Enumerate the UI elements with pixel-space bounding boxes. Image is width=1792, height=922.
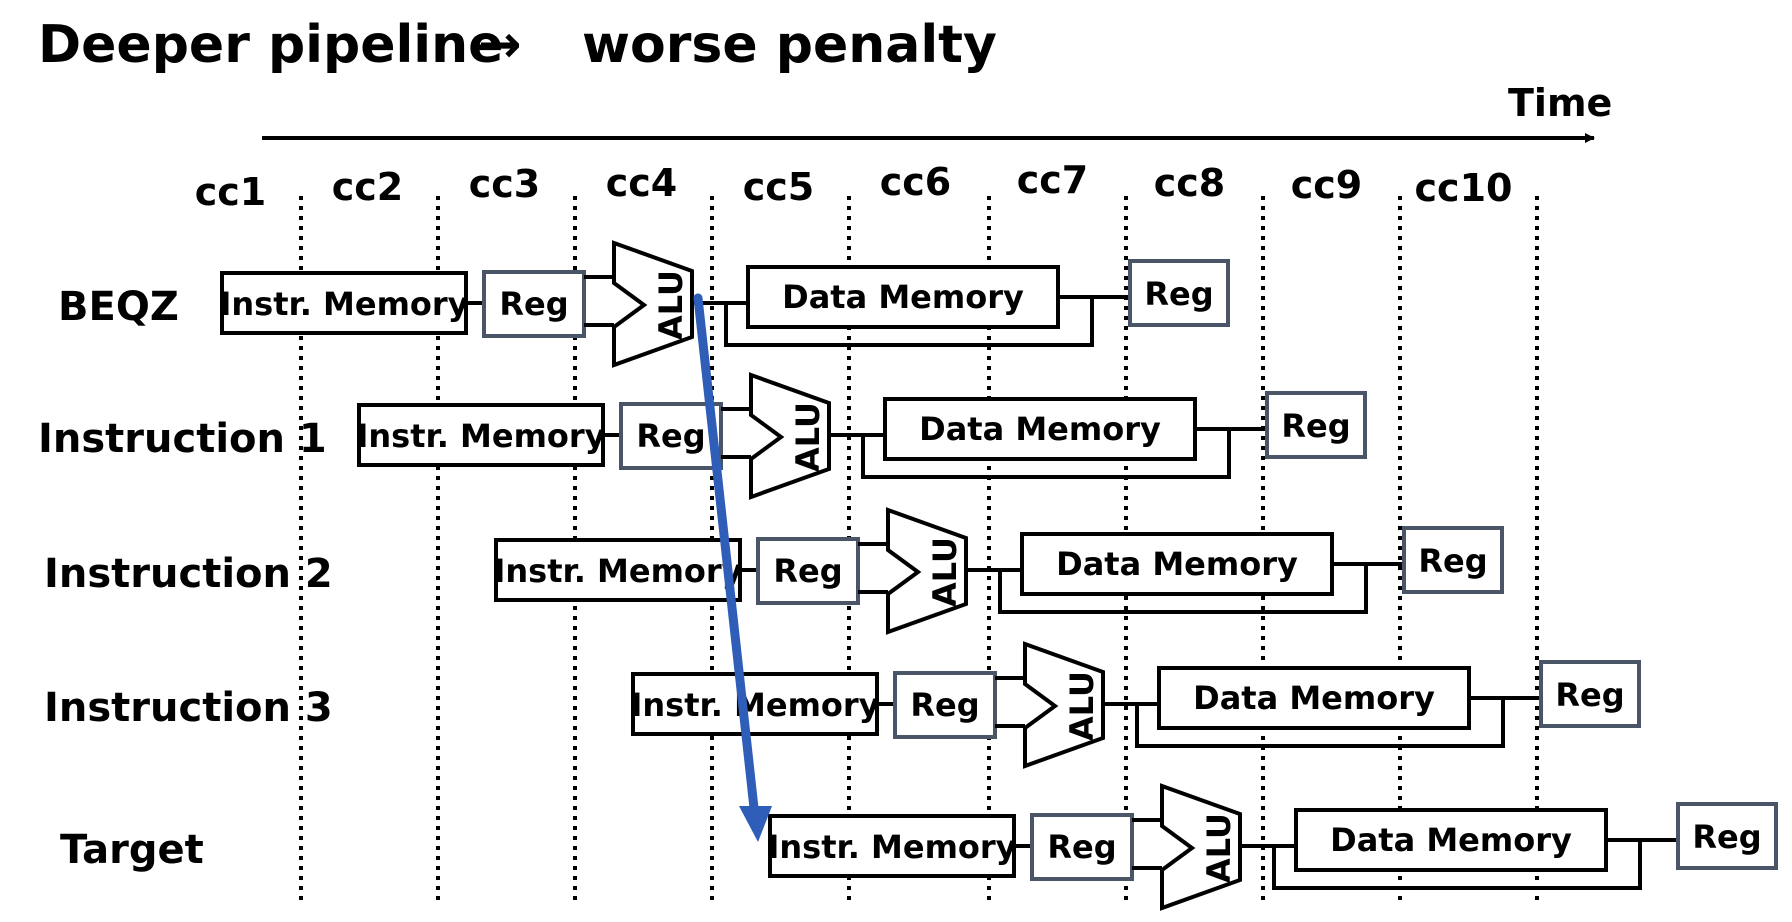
- reg-write-box: [1676, 802, 1778, 870]
- reg-write-label: Reg: [1555, 676, 1624, 714]
- alu-shape: [749, 372, 831, 500]
- cycle-label-cc10: cc10: [1415, 166, 1513, 210]
- reg-read-label: Reg: [499, 285, 568, 323]
- reg-write-label: Reg: [1144, 275, 1213, 313]
- bypass-path: [998, 564, 1368, 614]
- reg-read-box: [619, 402, 723, 470]
- title-right: worse penalty: [582, 15, 997, 75]
- instruction-label: Instruction 2: [44, 551, 333, 597]
- title-arrow: →: [478, 15, 522, 75]
- instr-memory-box: [220, 271, 468, 335]
- reg-write-label: Reg: [1692, 818, 1761, 856]
- data-memory-label: Data Memory: [782, 278, 1024, 316]
- branch-arrow-head: [739, 806, 772, 842]
- instruction-row: Instruction 1 Instr. Memory Reg ALU Data Mem…: [38, 372, 1367, 500]
- cycle-label-cc6: cc6: [880, 160, 952, 204]
- cycle-label-cc9: cc9: [1291, 163, 1363, 207]
- instruction-row: BEQZ Instr. Memory Reg ALU Data Memory Reg: [58, 240, 1230, 368]
- reg-read-box: [893, 671, 997, 739]
- reg-read-label: Reg: [1047, 828, 1116, 866]
- reg-write-label: Reg: [1418, 542, 1487, 580]
- reg-read-label: Reg: [910, 686, 979, 724]
- reg-read-label: Reg: [636, 417, 705, 455]
- bypass-path: [1135, 698, 1505, 748]
- reg-read-box: [482, 270, 586, 338]
- reg-write-box: [1539, 660, 1641, 728]
- alu-label: ALU: [789, 402, 827, 472]
- instruction-row: Target Instr. Memory Reg ALU Data Memory Reg: [60, 783, 1778, 911]
- alu-shape: [1160, 783, 1242, 911]
- alu-shape: [886, 507, 968, 635]
- reg-write-box: [1265, 391, 1367, 459]
- title-left: Deeper pipeline: [38, 15, 503, 75]
- cycle-label-cc8: cc8: [1154, 161, 1226, 205]
- instr-memory-label: Instr. Memory: [356, 417, 605, 455]
- reg-write-box: [1128, 259, 1230, 327]
- instruction-row: Instruction 2 Instr. Memory Reg ALU Data Mem…: [44, 507, 1504, 635]
- instr-memory-label: Instr. Memory: [493, 552, 742, 590]
- cycle-label-cc5: cc5: [743, 165, 815, 209]
- data-memory-box: [1020, 532, 1334, 596]
- reg-read-box: [756, 537, 860, 605]
- cycle-label-cc7: cc7: [1017, 158, 1089, 202]
- data-memory-label: Data Memory: [1056, 545, 1298, 583]
- instruction-label: Instruction 1: [38, 416, 327, 462]
- instr-memory-label: Instr. Memory: [767, 828, 1016, 866]
- alu-label: ALU: [652, 270, 690, 340]
- data-memory-label: Data Memory: [1330, 821, 1572, 859]
- clock-cycle-labels: cc1 cc2 cc3 cc4 cc5 cc6 cc7 cc8 cc9 cc10: [195, 158, 1513, 214]
- cycle-label-cc4: cc4: [606, 161, 678, 205]
- data-memory-box: [1157, 666, 1471, 730]
- cycle-label-cc1: cc1: [195, 170, 267, 214]
- reg-write-box: [1402, 526, 1504, 594]
- branch-arrow: [693, 293, 772, 842]
- bypass-path: [861, 429, 1231, 479]
- cycle-label-cc2: cc2: [332, 165, 404, 209]
- alu-label: ALU: [1200, 813, 1238, 883]
- instr-memory-label: Instr. Memory: [219, 285, 468, 323]
- alu-label: ALU: [1063, 671, 1101, 741]
- time-label: Time: [1508, 81, 1612, 125]
- instruction-row: Instruction 3 Instr. Memory Reg ALU Data Mem…: [44, 641, 1641, 769]
- instruction-label: BEQZ: [58, 284, 179, 330]
- reg-read-box: [1030, 813, 1134, 881]
- cycle-label-cc3: cc3: [469, 162, 541, 206]
- data-memory-label: Data Memory: [919, 410, 1161, 448]
- reg-read-label: Reg: [773, 552, 842, 590]
- data-memory-box: [746, 265, 1060, 329]
- reg-write-label: Reg: [1281, 407, 1350, 445]
- alu-shape: [612, 240, 694, 368]
- instr-memory-label: Instr. Memory: [630, 686, 879, 724]
- instruction-label: Instruction 3: [44, 685, 333, 731]
- instr-memory-box: [494, 538, 742, 602]
- instruction-label: Target: [60, 827, 204, 873]
- instr-memory-box: [631, 672, 879, 736]
- instr-memory-box: [357, 403, 605, 467]
- data-memory-box: [883, 397, 1197, 461]
- branch-arrow-shaft: [693, 293, 759, 813]
- data-memory-box: [1294, 808, 1608, 872]
- alu-shape: [1023, 641, 1105, 769]
- data-memory-label: Data Memory: [1193, 679, 1435, 717]
- bypass-path: [724, 297, 1094, 347]
- bypass-path: [1272, 840, 1642, 890]
- alu-label: ALU: [926, 537, 964, 607]
